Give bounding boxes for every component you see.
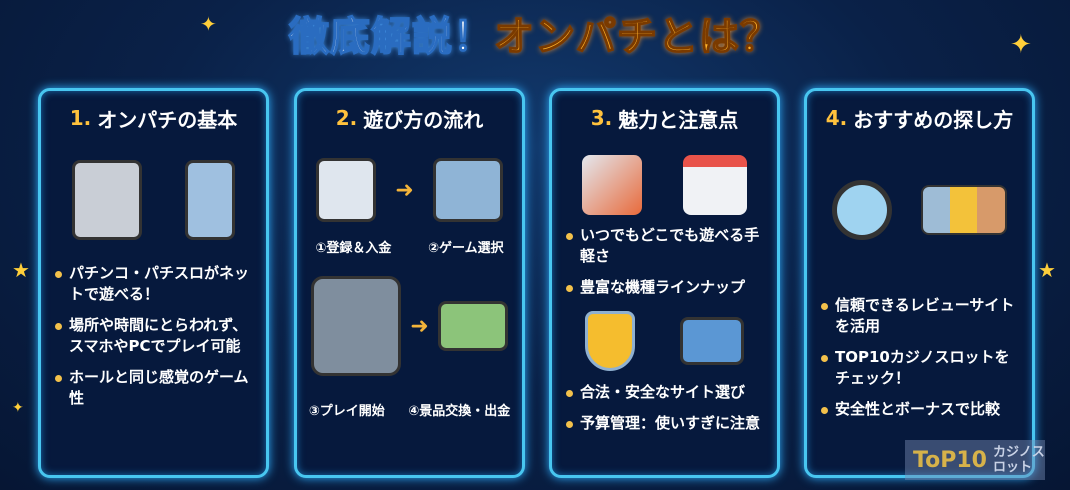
watermark-text: カジノスロット xyxy=(992,445,1045,475)
star-icon: ✦ xyxy=(1010,30,1032,60)
star-icon: ★ xyxy=(12,258,30,282)
panel-number: 2. xyxy=(335,106,358,130)
rocket-icon xyxy=(582,155,643,215)
title-part1: 徹底解説！ xyxy=(288,13,494,61)
panel-title: オンパチの基本 xyxy=(97,107,238,132)
bullet-item: いつでもどこでも遊べる手軽さ xyxy=(566,225,765,267)
panel-heading: 1.オンパチの基本 xyxy=(41,91,266,145)
panel-number: 3. xyxy=(590,106,613,130)
star-icon: ✦ xyxy=(200,12,217,36)
panel-number: 4. xyxy=(825,106,848,130)
bullet-item: 合法・安全なサイト選び xyxy=(566,382,765,403)
bullet-item: 信頼できるレビューサイトを活用 xyxy=(821,295,1020,337)
bullet-item: パチンコ・パチスロがネットで遊べる！ xyxy=(55,263,254,305)
game-select-icon xyxy=(432,158,503,222)
slot-machine-icon xyxy=(72,160,143,240)
panel-heading: 4.おすすめの探し方 xyxy=(807,91,1032,145)
arrow-right-icon: ➜ xyxy=(410,313,429,339)
smartphone-coin-icon xyxy=(184,160,235,240)
panel-basics: 1.オンパチの基本 パチンコ・パチスロがネットで遊べる！ 場所や時間にとらわれず… xyxy=(38,88,269,478)
star-icon: ✦ xyxy=(12,400,24,416)
panel-number: 1. xyxy=(69,106,92,130)
bullet-item: 予算管理：使いすぎに注意 xyxy=(566,413,765,434)
panel-how-to-find: 4.おすすめの探し方 信頼できるレビューサイトを活用 TOP10カジノスロットを… xyxy=(804,88,1035,478)
page-title: 徹底解説！オンパチとは？ xyxy=(0,4,1070,62)
step-label: ④景品交換・出金 xyxy=(408,404,511,419)
registration-form-icon xyxy=(316,158,377,222)
arrow-right-icon: ➜ xyxy=(395,177,414,203)
panel-heading: 3.魅力と注意点 xyxy=(552,91,777,145)
star-icon: ★ xyxy=(1038,258,1056,282)
step-label: ①登録＆入金 xyxy=(315,241,392,256)
bullet-item: TOP10カジノスロットをチェック！ xyxy=(821,347,1020,389)
panel-title: 遊び方の流れ xyxy=(363,107,484,132)
watermark-logo-text: ToP10 xyxy=(913,447,987,473)
bullet-item: 豊富な機種ラインナップ xyxy=(566,277,765,298)
panel-heading: 2.遊び方の流れ xyxy=(297,91,522,145)
panel-pros-cons: 3.魅力と注意点 いつでもどこでも遊べる手軽さ 豊富な機種ラインナップ 合法・安… xyxy=(549,88,780,478)
wallet-question-icon xyxy=(680,317,745,365)
calendar-icon xyxy=(682,155,747,215)
bullet-item: 場所や時間にとらわれず、スマホやPCでプレイ可能 xyxy=(55,315,254,357)
podium-ranking-icon xyxy=(921,185,1008,235)
panel-title: 魅力と注意点 xyxy=(618,107,739,132)
step-label: ③プレイ開始 xyxy=(308,404,385,419)
bullet-item: 安全性とボーナスで比較 xyxy=(821,399,1020,420)
player-controller-icon xyxy=(311,276,402,376)
panel-how-to-play: 2.遊び方の流れ ➜ ①登録＆入金 ②ゲーム選択 ➜ ③プレイ開始 ④景品交換・出金 xyxy=(294,88,525,478)
shield-check-icon xyxy=(584,311,635,371)
cash-hand-icon xyxy=(437,301,508,351)
title-part2: オンパチとは？ xyxy=(493,13,781,61)
step-label: ②ゲーム選択 xyxy=(428,241,504,256)
bullet-item: ホールと同じ感覚のゲーム性 xyxy=(55,367,254,409)
panel-title: おすすめの探し方 xyxy=(853,107,1014,132)
magnifier-icon xyxy=(831,180,892,240)
